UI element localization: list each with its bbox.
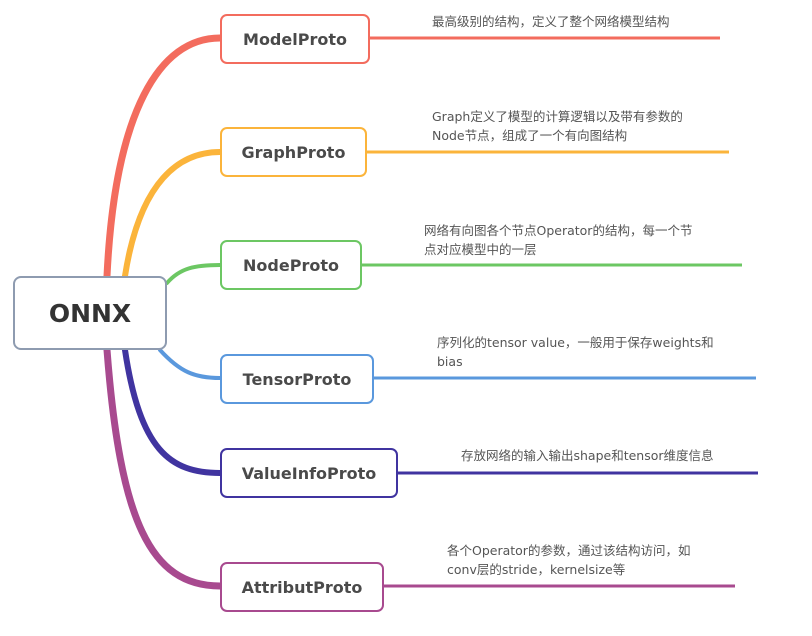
node-tensorproto[interactable]: TensorProto — [220, 354, 374, 404]
description-modelproto: 最高级别的结构，定义了整个网络模型结构 — [432, 14, 670, 29]
node-attributproto[interactable]: AttributProto — [220, 562, 384, 612]
link-valueinfoproto — [122, 347, 223, 476]
node-valueinfoproto[interactable]: ValueInfoProto — [220, 448, 398, 498]
node-nodeproto[interactable]: NodeProto — [220, 240, 362, 290]
node-graphproto[interactable]: GraphProto — [220, 127, 367, 177]
link-tensorproto — [158, 348, 222, 380]
root-node-onnx[interactable]: ONNX — [13, 276, 167, 350]
description-nodeproto: 网络有向图各个节点Operator的结构，每一个节 点对应模型中的一层 — [424, 223, 693, 257]
link-attributproto — [103, 346, 224, 590]
link-modelproto — [103, 34, 224, 280]
link-graphproto — [122, 149, 223, 279]
description-valueinfoproto: 存放网络的输入输出shape和tensor维度信息 — [461, 448, 714, 463]
link-nodeproto — [165, 263, 222, 285]
description-attributproto: 各个Operator的参数，通过该结构访问，如 conv层的stride，ker… — [447, 543, 691, 577]
node-modelproto[interactable]: ModelProto — [220, 14, 370, 64]
description-graphproto: Graph定义了模型的计算逻辑以及带有参数的 Node节点，组成了一个有向图结构 — [432, 109, 683, 143]
description-tensorproto: 序列化的tensor value，一般用于保存weights和 bias — [437, 335, 714, 369]
